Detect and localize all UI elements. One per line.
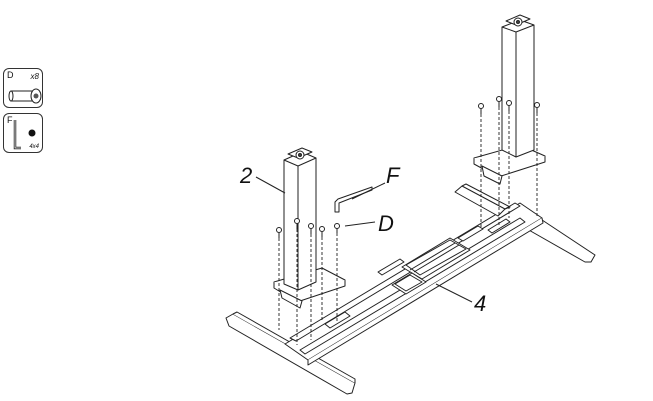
bolt-d (334, 223, 340, 233)
allen-key-icon (13, 120, 36, 150)
part-letter-d: D (7, 70, 14, 80)
callout-bolt: D (378, 211, 394, 236)
allen-key-f (334, 186, 373, 213)
part-card-d: D x8 (3, 68, 43, 108)
parts-legend: D x8 F 4x4 (3, 68, 47, 158)
left-bolts (276, 218, 325, 238)
alignment-lines (278, 107, 538, 345)
part-size-f: 4x4 (29, 144, 39, 150)
leader-lines (255, 176, 473, 303)
part-card-f: F 4x4 (3, 113, 43, 153)
right-leg (501, 14, 535, 158)
callout-leg: 2 (240, 163, 253, 188)
bolt-icon (8, 88, 42, 104)
callout-crossbar: 4 (474, 291, 487, 316)
crossbar-frame (284, 183, 544, 366)
left-leg (283, 147, 317, 291)
right-bolts (478, 96, 540, 114)
part-quantity-d: x8 (30, 72, 39, 81)
part-letter-f: F (7, 115, 13, 125)
callout-allen-key: F (386, 163, 400, 188)
